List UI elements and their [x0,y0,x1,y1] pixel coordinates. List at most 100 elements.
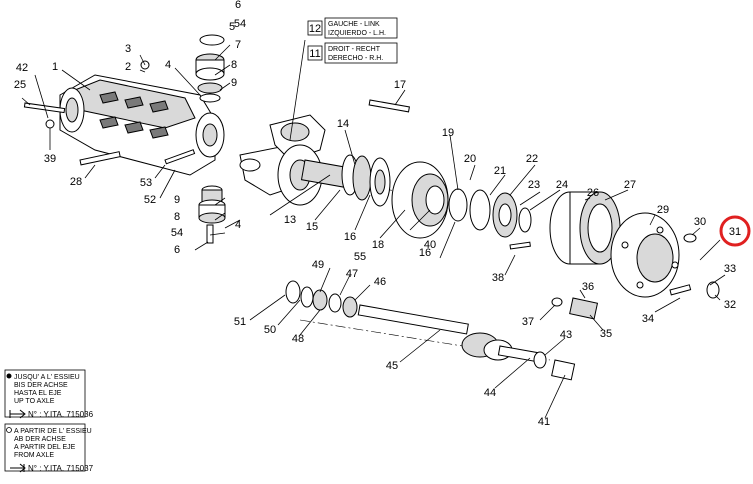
callout-52: 52 [144,194,156,206]
callout-43: 43 [560,329,572,341]
callout-30: 30 [694,216,706,228]
callout-31: 31 [729,226,741,238]
callout-42: 42 [16,62,28,74]
bolts [23,99,692,296]
filled-dot-icon [6,373,12,379]
callout-53: 53 [140,177,152,189]
callout-27: 27 [624,179,636,191]
callout-45: 45 [386,360,398,372]
callout-18: 18 [372,239,384,251]
callout-13: 13 [284,214,296,226]
callout-4: 4 [165,59,171,71]
legend-up-to-serial: N° : Y.ITA. 715036 [28,410,94,419]
callout-25: 25 [14,79,26,91]
label-droit-fr: DROIT - RECHT [328,46,381,53]
legend: JUSQU' A L' ESSIEU BIS DER ACHSE HASTA E… [4,369,94,473]
label-12-num: 12 [309,23,321,35]
legend-up-to-line-3: HASTA EL EJE [14,390,62,397]
callout-39: 39 [44,153,56,165]
callout-55: 55 [354,251,366,263]
callout-23: 23 [528,179,540,191]
callout-28: 28 [70,176,82,188]
arrow-from-icon [10,463,26,473]
callout-35: 35 [600,328,612,340]
callout-6-lower: 6 [174,244,180,256]
legend-from-line-2: AB DER ACHSE [14,436,66,443]
legend-from-line-4: FROM AXLE [14,452,54,459]
legend-from-line-1: A PARTIR DE L' ESSIEU [14,428,92,435]
callout-38: 38 [492,272,504,284]
callout-50: 50 [264,324,276,336]
callout-9-lower: 9 [174,194,180,206]
small-parts [45,60,720,307]
callout-48: 48 [292,333,304,345]
callout-51: 51 [234,316,246,328]
legend-from-serial: N° : Y.ITA. 715037 [28,464,94,473]
steering-knuckle [239,114,326,206]
callout-21: 21 [494,165,506,177]
lower-seals [285,280,358,318]
callout-34: 34 [642,313,654,325]
callout-32: 32 [724,299,736,311]
callout-14: 14 [337,118,349,130]
callout-26: 26 [587,187,599,199]
legend-up-to-line-2: BIS DER ACHSE [14,382,68,389]
legend-up-to-line-1: JUSQU' A L' ESSIEU [14,374,80,381]
callout-8: 8 [231,59,237,71]
callout-24: 24 [556,179,568,191]
callout-4-lower: 4 [235,219,241,231]
kingpin-lower-stack [198,185,226,244]
hollow-dot-icon [6,427,12,433]
leader-lines [21,44,726,419]
side-labels: 12 GAUCHE - LINK IZQUIERDO - L.H. 11 DRO… [289,17,398,141]
callout-36: 36 [582,281,594,293]
callout-8-lower: 8 [174,211,180,223]
callout-54-lower: 54 [171,227,183,239]
callout-33: 33 [724,263,736,275]
callout-47: 47 [346,268,358,280]
callout-49: 49 [312,259,324,271]
label-gauche-es: IZQUIERDO - L.H. [328,30,386,37]
hub-rings [448,188,532,238]
callout-41: 41 [538,416,550,428]
label-droit-es: DERECHO - R.H. [328,55,383,62]
axle-housing [59,74,225,176]
callout-54: 54 [234,18,246,30]
label-gauche-fr: GAUCHE - LINK [328,21,380,28]
arrow-up-to-icon [9,409,26,419]
callout-46: 46 [374,276,386,288]
ring-gear [549,191,621,265]
legend-box-up-to [4,369,86,418]
callout-44: 44 [484,387,496,399]
callout-6: 6 [235,0,241,11]
callout-22: 22 [526,153,538,165]
callout-20: 20 [464,153,476,165]
drive-shaft [357,304,540,363]
callout-3: 3 [125,43,131,55]
planet-carrier [610,212,680,298]
lower-axis-line [299,319,551,361]
kingpin-upper-stack [195,34,225,103]
callout-1: 1 [52,61,58,73]
legend-up-to-line-4: UP TO AXLE [14,398,55,405]
label-11-num: 11 [309,48,320,60]
legend-from-line-3: A PARTIR DEL EJE [14,444,76,451]
callout-16: 16 [344,231,356,243]
highlight-ring-31 [719,215,751,247]
callout-19: 19 [442,127,454,139]
callout-17: 17 [394,79,406,91]
callout-2: 2 [125,61,131,73]
callout-5: 5 [229,21,235,33]
callout-16-lower: 16 [419,247,431,259]
callout-7: 7 [235,39,241,51]
needle-bearings [533,297,599,381]
callout-9: 9 [231,77,237,89]
legend-box-from [4,423,86,472]
callout-40: 40 [424,239,436,251]
callout-15: 15 [306,221,318,233]
wheel-hub [391,161,449,239]
upper-shaft-bearings [300,154,391,207]
